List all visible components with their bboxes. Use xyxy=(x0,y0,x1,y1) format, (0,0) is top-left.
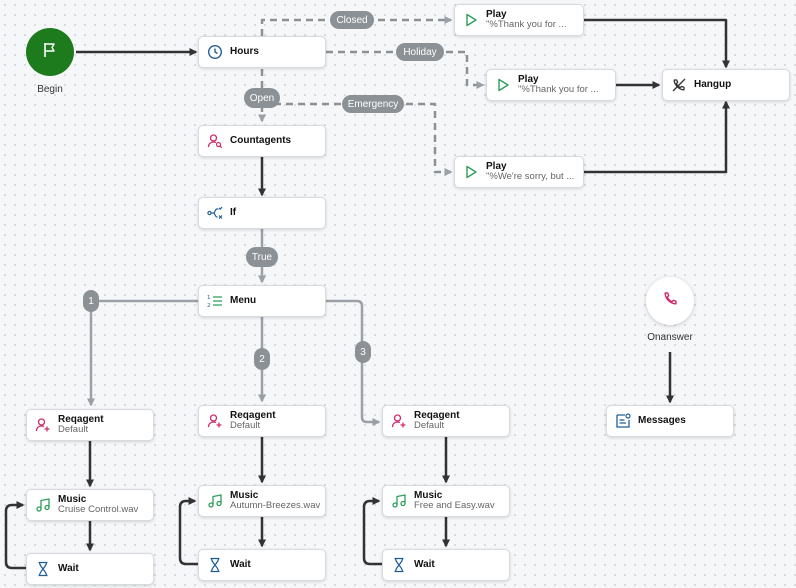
play-closed-node[interactable]: Play "%Thank you for ... xyxy=(454,4,584,36)
hourglass-icon xyxy=(207,557,223,573)
music-icon xyxy=(207,493,223,509)
play-emergency-node[interactable]: Play "%We're sorry, but ... xyxy=(454,156,584,188)
edge-menu-reqagent1 xyxy=(87,299,198,407)
play-icon xyxy=(463,164,479,180)
hourglass-icon xyxy=(391,557,407,573)
music-2-title: Music xyxy=(230,490,259,501)
hangup-title: Hangup xyxy=(694,79,732,90)
onanswer-label: Onanswer xyxy=(647,332,693,343)
agent-add-icon xyxy=(35,417,51,433)
edge-label-holiday[interactable]: Holiday xyxy=(396,43,444,61)
if-title: If xyxy=(230,207,237,218)
music-3-node[interactable]: Music Free and Easy.wav xyxy=(382,485,510,517)
messages-title: Messages xyxy=(638,415,686,426)
play-emergency-subtitle: "%We're sorry, but ... xyxy=(486,172,575,182)
play-holiday-node[interactable]: Play "%Thank you for ... xyxy=(486,69,616,101)
play-closed-title: Play xyxy=(486,9,507,20)
message-icon xyxy=(615,413,631,429)
clock-icon xyxy=(207,44,223,60)
onanswer-node[interactable] xyxy=(646,277,694,325)
music-3-title: Music xyxy=(414,490,443,501)
play-icon xyxy=(495,77,511,93)
edge-hours-play-closed xyxy=(260,16,453,36)
music-1-title: Music xyxy=(58,494,87,505)
wait-2-title: Wait xyxy=(230,559,251,570)
reqagent-1-node[interactable]: Reqagent Default xyxy=(26,409,154,441)
reqagent-3-subtitle: Default xyxy=(414,421,445,431)
phone-icon xyxy=(662,291,678,312)
agent-add-icon xyxy=(391,413,407,429)
edge-label-emergency[interactable]: Emergency xyxy=(342,95,404,113)
phone-hangup-icon xyxy=(671,77,687,93)
reqagent-3-title: Reqagent xyxy=(414,410,460,421)
music-3-subtitle: Free and Easy.wav xyxy=(414,501,495,511)
wait-1-title: Wait xyxy=(58,563,79,574)
menu-title: Menu xyxy=(230,295,257,306)
edge-wait3-music3-loop xyxy=(362,497,382,566)
play-closed-subtitle: "%Thank you for ... xyxy=(486,20,567,30)
wait-1-node[interactable]: Wait xyxy=(26,553,154,585)
music-1-subtitle: Cruise Control.wav xyxy=(58,505,139,515)
begin-label: Begin xyxy=(37,84,63,95)
hours-title: Hours xyxy=(230,46,259,57)
hangup-node[interactable]: Hangup xyxy=(662,69,790,101)
reqagent-1-subtitle: Default xyxy=(58,425,89,435)
music-icon xyxy=(391,493,407,509)
play-holiday-title: Play xyxy=(518,74,539,85)
play-emergency-title: Play xyxy=(486,161,507,172)
wait-3-title: Wait xyxy=(414,559,435,570)
reqagent-2-subtitle: Default xyxy=(230,421,261,431)
hours-node[interactable]: Hours xyxy=(198,36,326,68)
edge-menu-reqagent3 xyxy=(326,299,381,426)
if-node[interactable]: If xyxy=(198,197,326,229)
svg-text:2: 2 xyxy=(207,303,211,309)
edge-label-true[interactable]: True xyxy=(246,247,278,267)
countagents-node[interactable]: Countagents xyxy=(198,125,326,157)
play-icon xyxy=(463,12,479,28)
reqagent-2-node[interactable]: Reqagent Default xyxy=(198,405,326,437)
edge-wait1-music1-loop xyxy=(4,501,26,570)
edge-label-closed[interactable]: Closed xyxy=(330,11,374,29)
hourglass-icon xyxy=(35,561,51,577)
edge-label-menu-3[interactable]: 3 xyxy=(355,341,371,363)
begin-node[interactable] xyxy=(26,28,74,76)
reqagent-1-title: Reqagent xyxy=(58,414,104,425)
edge-wait2-music2-loop xyxy=(178,497,198,566)
branch-icon xyxy=(207,205,223,221)
countagents-title: Countagents xyxy=(230,135,292,146)
music-2-subtitle: Autumn-Breezes.wav xyxy=(230,501,321,511)
edge-play-emergency-hangup xyxy=(584,100,730,174)
music-2-node[interactable]: Music Autumn-Breezes.wav xyxy=(198,485,326,517)
agent-add-icon xyxy=(207,413,223,429)
wait-3-node[interactable]: Wait xyxy=(382,549,510,581)
agent-search-icon xyxy=(207,133,223,149)
messages-node[interactable]: Messages xyxy=(606,405,734,437)
reqagent-3-node[interactable]: Reqagent Default xyxy=(382,405,510,437)
reqagent-2-title: Reqagent xyxy=(230,410,276,421)
play-holiday-subtitle: "%Thank you for ... xyxy=(518,85,599,95)
edge-play-closed-hangup xyxy=(584,18,730,69)
svg-text:1: 1 xyxy=(207,295,211,301)
edge-label-menu-1[interactable]: 1 xyxy=(83,290,99,312)
edge-hours-play-holiday xyxy=(326,50,485,89)
edge-label-menu-2[interactable]: 2 xyxy=(254,348,270,370)
edge-label-open[interactable]: Open xyxy=(244,88,280,108)
music-icon xyxy=(35,497,51,513)
flag-icon xyxy=(41,41,59,64)
music-1-node[interactable]: Music Cruise Control.wav xyxy=(26,489,154,521)
wait-2-node[interactable]: Wait xyxy=(198,549,326,581)
